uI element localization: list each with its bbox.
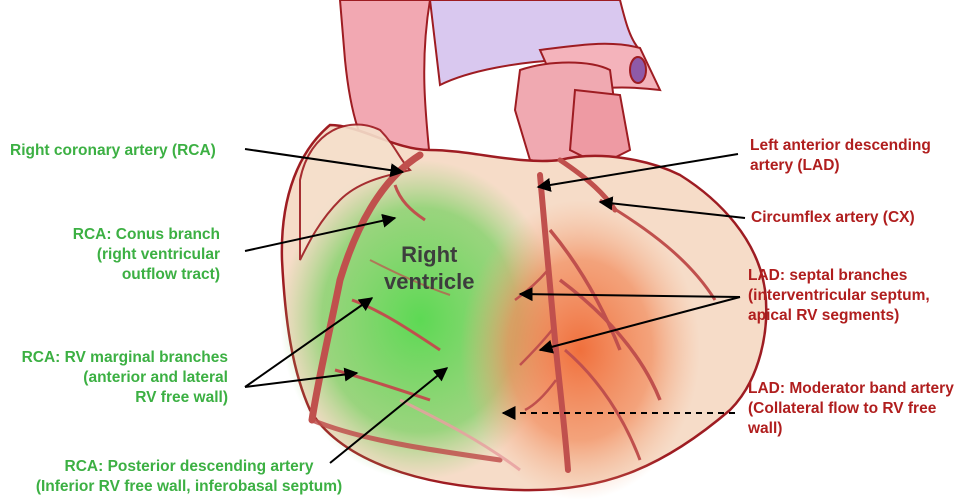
right-ventricle-label: Right ventricle bbox=[384, 241, 475, 295]
moderator-band-label: LAD: Moderator band artery (Collateral f… bbox=[748, 379, 954, 439]
left-atrial-appendage bbox=[570, 90, 630, 165]
conus-branch-label: RCA: Conus branch (right ventricular out… bbox=[73, 225, 220, 285]
vessel-opening bbox=[630, 57, 646, 83]
marginal-branches-label: RCA: RV marginal branches (anterior and … bbox=[22, 348, 228, 408]
rca-label: Right coronary artery (RCA) bbox=[10, 141, 216, 161]
circumflex-label: Circumflex artery (CX) bbox=[751, 208, 915, 228]
lad-label: Left anterior descending artery (LAD) bbox=[750, 136, 931, 176]
pda-label: RCA: Posterior descending artery (Inferi… bbox=[8, 457, 370, 497]
septal-branches-label: LAD: septal branches (interventricular s… bbox=[748, 266, 930, 326]
